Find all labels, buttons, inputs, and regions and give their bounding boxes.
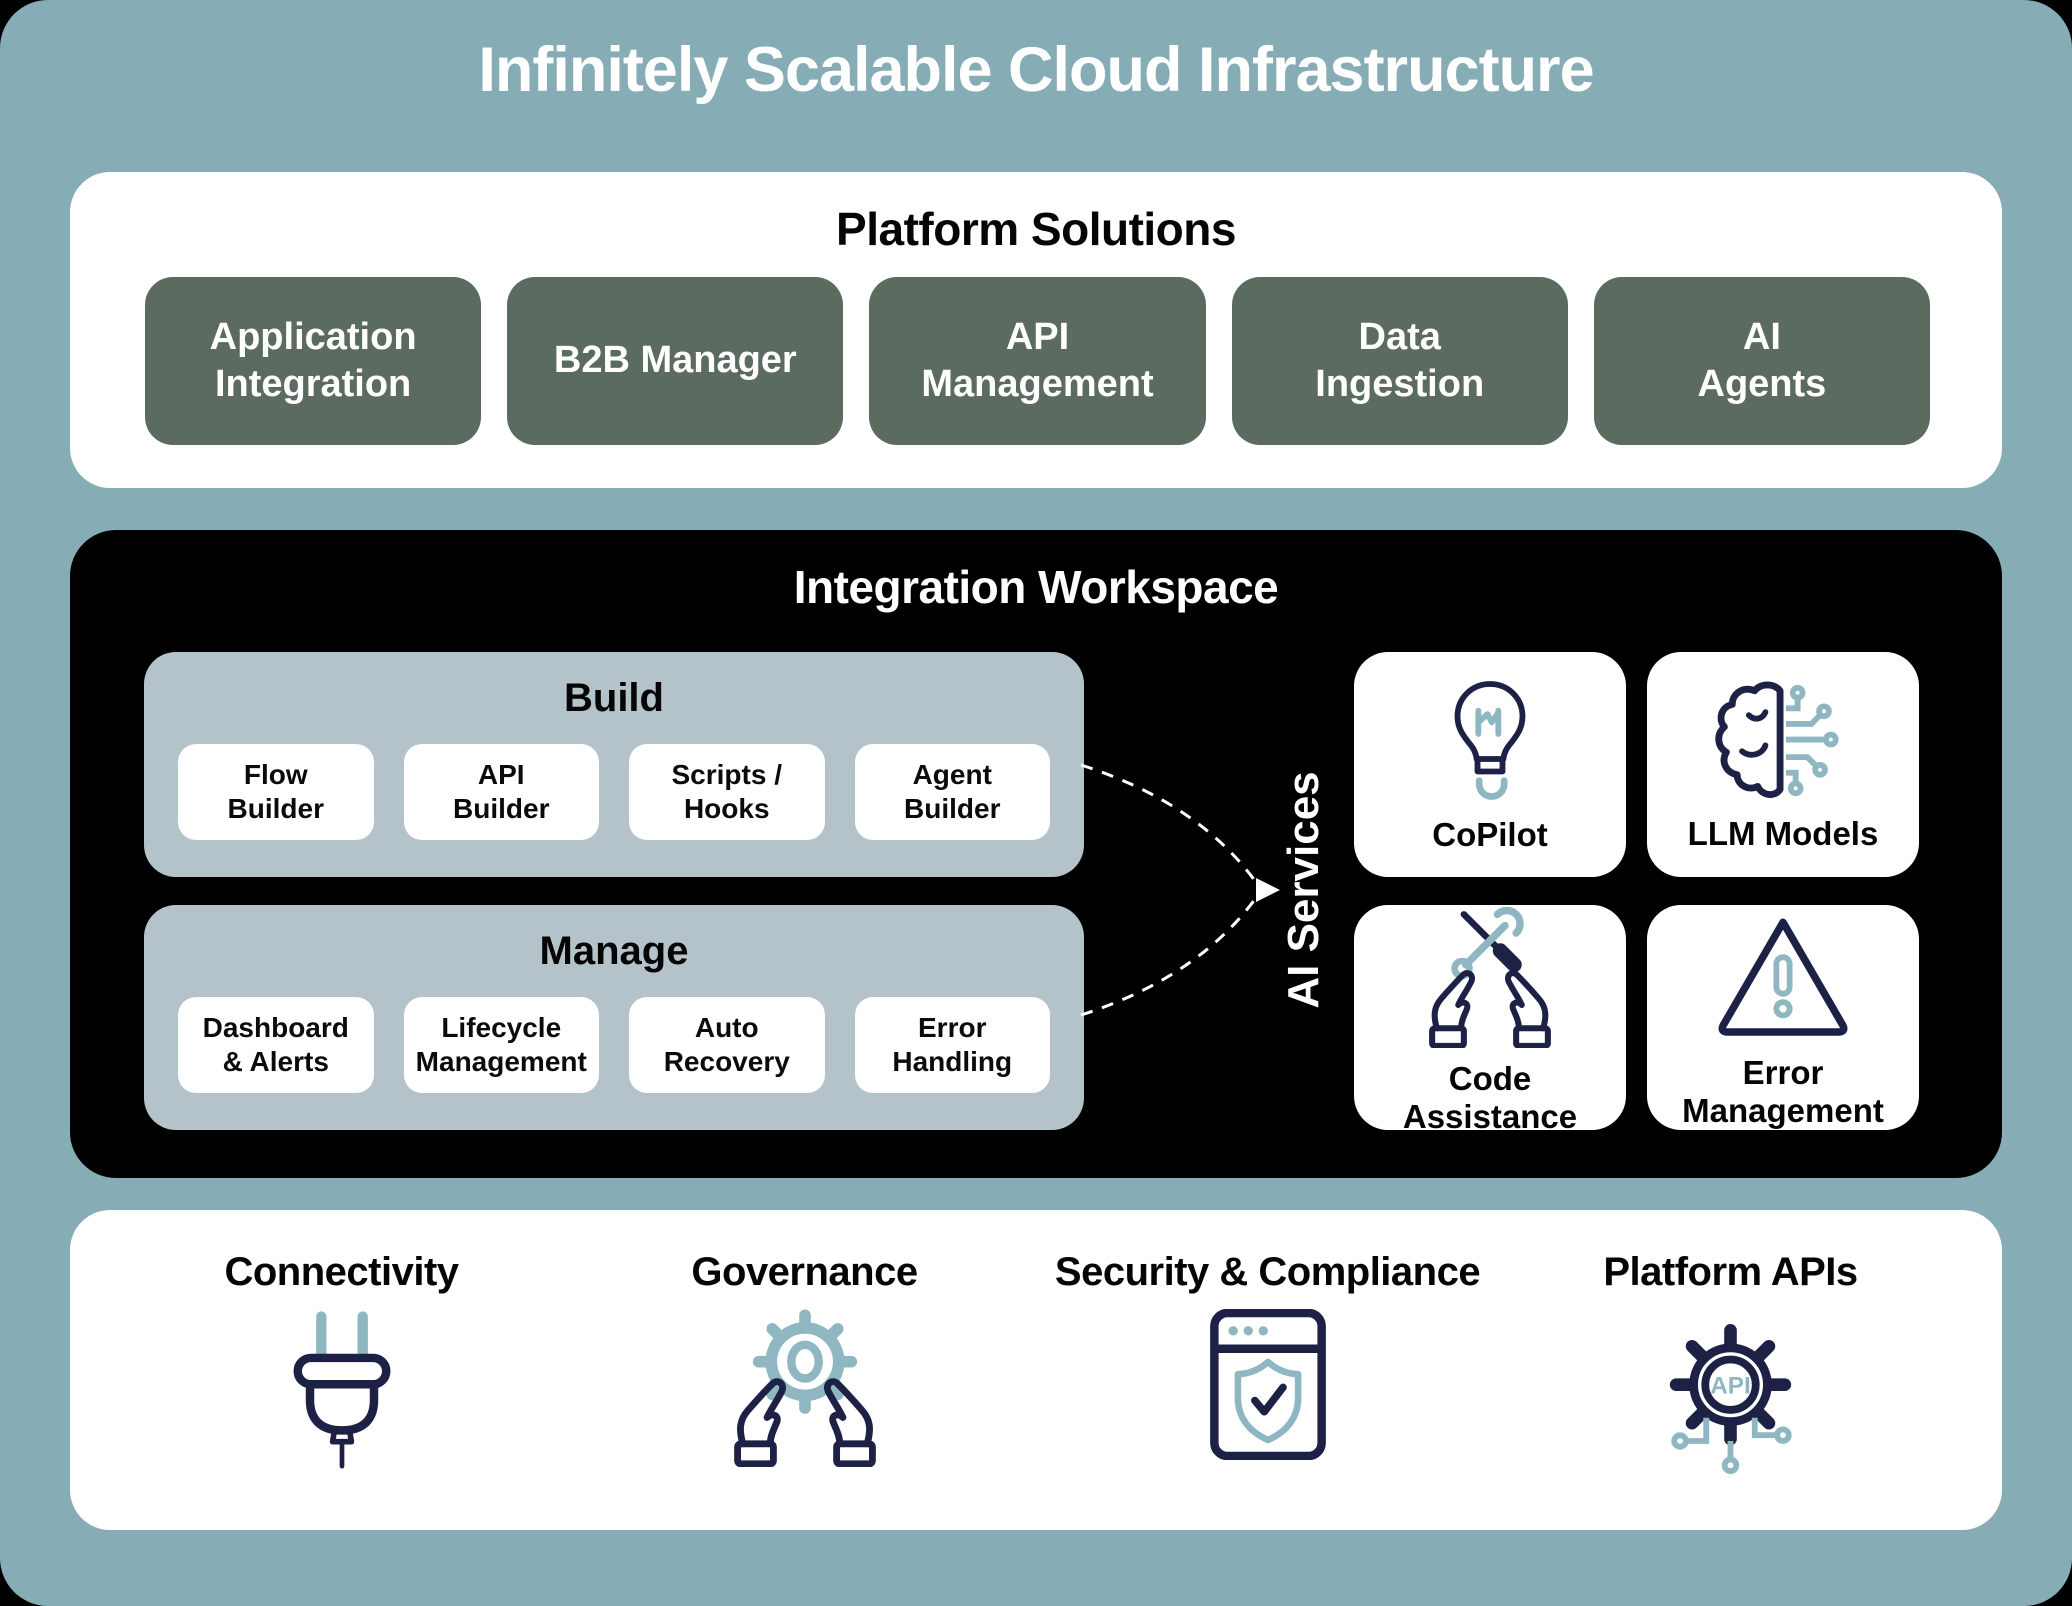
integration-workspace-panel: Integration Workspace Build Flow Builder…: [70, 530, 2002, 1178]
solution-application-integration: Application Integration: [145, 277, 482, 445]
build-title: Build: [564, 676, 664, 720]
solution-data-ingestion: Data Ingestion: [1231, 277, 1568, 445]
solution-label: Data Ingestion: [1315, 315, 1485, 406]
card-code-assistance: Code Assistance: [1354, 903, 1626, 1135]
foundation-columns: Connectivity Governance: [70, 1210, 2002, 1530]
build-item-api-builder: API Builder: [403, 744, 599, 840]
arrowhead-icon: [1256, 878, 1280, 902]
foundation-platform-apis: Platform APIs API: [1499, 1210, 1962, 1530]
manage-item-label: Lifecycle Management: [415, 1012, 587, 1077]
brain-circuit-icon: [1708, 681, 1858, 803]
power-plug-icon: [262, 1309, 422, 1474]
hands-tools-icon: [1406, 903, 1574, 1048]
page-title: Infinitely Scalable Cloud Infrastructure: [478, 35, 1594, 105]
foundation-governance: Governance: [573, 1210, 1036, 1530]
foundation-panel: Connectivity Governance: [70, 1210, 2002, 1530]
foundation-label: Governance: [691, 1250, 918, 1294]
build-item-label: Scripts / Hooks: [671, 759, 782, 824]
platform-solutions-row: Application Integration B2B Manager API …: [145, 277, 1931, 445]
build-items-row: Flow Builder API Builder Scripts / Hooks…: [178, 744, 1050, 840]
manage-items-row: Dashboard & Alerts Lifecycle Management …: [178, 997, 1050, 1093]
card-label: Error Management: [1682, 1054, 1884, 1129]
manage-item-label: Auto Recovery: [663, 1012, 790, 1077]
foundation-security-compliance: Security & Compliance: [1036, 1210, 1499, 1530]
build-item-label: API Builder: [453, 759, 550, 824]
manage-item-label: Dashboard & Alerts: [202, 1012, 349, 1077]
foundation-label: Connectivity: [224, 1250, 459, 1294]
card-label: LLM Models: [1687, 814, 1879, 852]
warning-triangle-icon: [1708, 909, 1858, 1042]
browser-shield-icon: [1188, 1308, 1348, 1465]
ai-services-cards: CoPilot LL: [1354, 652, 1919, 1135]
manage-title: Manage: [539, 929, 689, 973]
solution-label: AI Agents: [1697, 315, 1827, 406]
manage-item-lifecycle-management: Lifecycle Management: [403, 997, 599, 1093]
converging-arrows: [1080, 763, 1280, 1017]
foundation-label: Security & Compliance: [1054, 1250, 1481, 1294]
solution-b2b-manager: B2B Manager: [507, 277, 844, 445]
foundation-label: Platform APIs: [1603, 1250, 1858, 1294]
build-item-agent-builder: Agent Builder: [854, 744, 1050, 840]
ai-services-label: AI Services: [1279, 771, 1328, 1009]
api-gear-icon: API: [1648, 1309, 1813, 1479]
card-label: Code Assistance: [1402, 1060, 1578, 1135]
card-label: CoPilot: [1432, 816, 1548, 854]
card-error-management: Error Management: [1647, 905, 1919, 1130]
manage-group: Manage Dashboard & Alerts Lifecycle Mana…: [144, 905, 1084, 1130]
platform-solutions-panel: Platform Solutions Application Integrati…: [70, 172, 2002, 488]
platform-solutions-title: Platform Solutions: [836, 203, 1236, 255]
integration-workspace-title: Integration Workspace: [793, 561, 1279, 613]
manage-item-auto-recovery: Auto Recovery: [629, 997, 825, 1093]
solution-ai-agents: AI Agents: [1593, 277, 1931, 445]
solution-label: Application Integration: [209, 315, 417, 406]
build-item-flow-builder: Flow Builder: [178, 744, 374, 840]
foundation-connectivity: Connectivity: [110, 1210, 573, 1530]
hands-gear-icon: [710, 1309, 900, 1472]
card-llm-models: LLM Models: [1647, 652, 1919, 877]
lightbulb-icon: [1440, 679, 1540, 804]
solution-label: B2B Manager: [553, 339, 797, 382]
manage-item-label: Error Handling: [892, 1012, 1013, 1077]
manage-item-dashboard-alerts: Dashboard & Alerts: [178, 997, 374, 1093]
build-item-label: Agent Builder: [904, 759, 1001, 824]
api-icon-text: API: [1710, 1372, 1750, 1399]
build-item-label: Flow Builder: [227, 759, 324, 824]
card-copilot: CoPilot: [1354, 652, 1626, 877]
manage-item-error-handling: Error Handling: [854, 997, 1050, 1093]
build-item-scripts-hooks: Scripts / Hooks: [629, 744, 825, 840]
solution-api-management: API Management: [869, 277, 1206, 445]
build-group: Build Flow Builder API Builder Scripts /…: [144, 652, 1084, 877]
solution-label: API Management: [921, 315, 1154, 406]
